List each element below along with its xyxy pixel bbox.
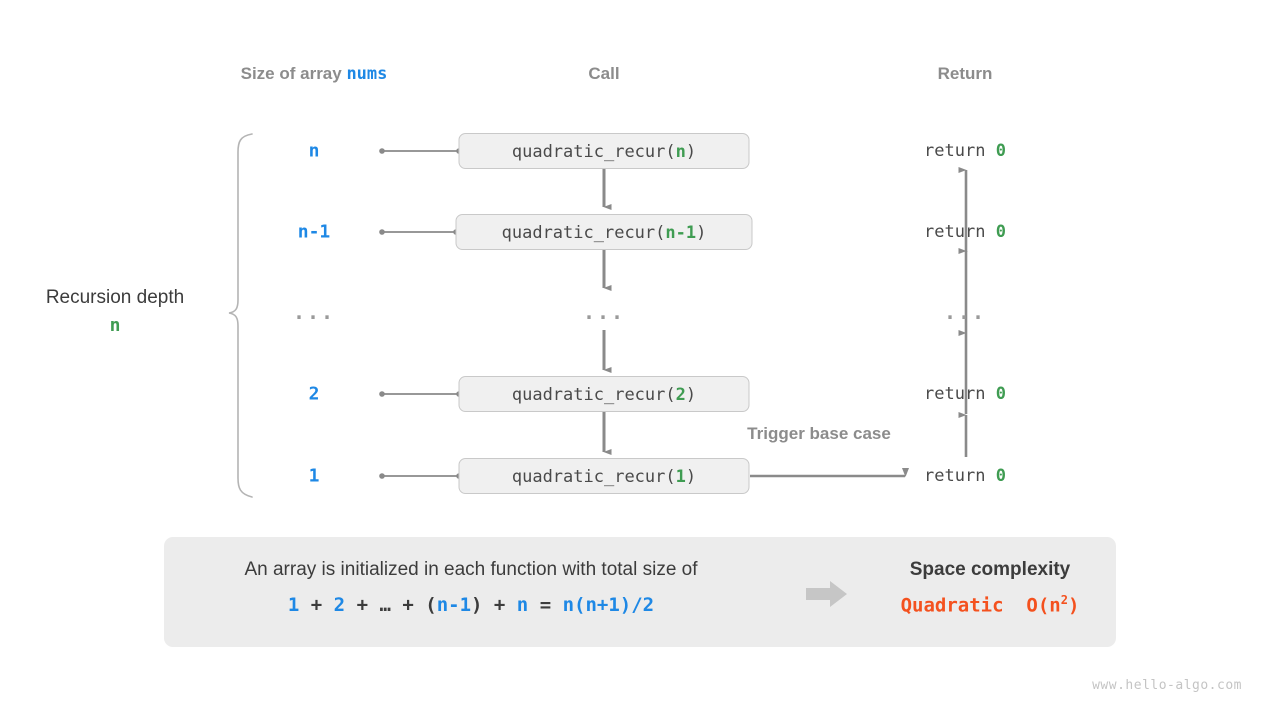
summary-formula: 1 + 2 + … + (n-1) + n = n(n+1)/2: [164, 594, 778, 616]
call-box-arg-row-1: n-1: [665, 223, 697, 243]
call-box-close-row-0: ): [685, 142, 697, 162]
formula-token-9: +: [482, 594, 517, 616]
column-header-size: Size of array nums: [241, 64, 388, 84]
column-header-size-mono: nums: [346, 64, 388, 84]
call-box-name-row-1: quadratic_recur(: [501, 223, 666, 243]
formula-token-6: (: [425, 594, 437, 616]
summary-panel: An array is initialized in each function…: [164, 537, 1116, 647]
formula-token-0: 1: [287, 594, 300, 616]
return-keyword-row-0: return: [924, 141, 996, 161]
recursion-depth-brace: [228, 133, 253, 498]
formula-token-2: 2: [333, 594, 346, 616]
recursion-depth-label: Recursion depth n: [46, 285, 184, 341]
call-box-row-1[interactable]: quadratic_recur(n-1): [455, 214, 753, 250]
trigger-base-case-label: Trigger base case: [747, 424, 891, 443]
formula-token-4: …: [379, 594, 391, 616]
return-literal-row-0: 0: [995, 141, 1006, 161]
call-box-close-row-4: ): [685, 467, 697, 487]
complexity-value: Quadratic O(n2): [864, 593, 1116, 616]
formula-token-8: ): [471, 594, 483, 616]
return-literal-row-3: 0: [995, 384, 1006, 404]
return-literal-row-4: 0: [995, 466, 1006, 486]
call-box-close-row-3: ): [685, 385, 697, 405]
return-keyword-row-3: return: [924, 384, 996, 404]
size-value-row-4: 1: [308, 465, 320, 487]
call-box-row-4[interactable]: quadratic_recur(1): [458, 458, 750, 494]
formula-token-12: n(n+1)/2: [562, 594, 655, 616]
size-value-row-2: ...: [292, 300, 336, 324]
call-box-arg-row-4: 1: [675, 467, 686, 487]
call-box-name-row-4: quadratic_recur(: [511, 467, 676, 487]
complexity-exponent: 2: [1060, 593, 1068, 607]
formula-token-5: +: [390, 594, 426, 616]
call-box-arg-row-3: 2: [675, 385, 686, 405]
summary-left-section: An array is initialized in each function…: [164, 537, 778, 647]
return-value-row-2-ellipsis: ...: [943, 300, 987, 324]
formula-token-1: +: [299, 594, 334, 616]
size-value-row-0: n: [308, 140, 320, 162]
return-literal-row-1: 0: [995, 222, 1006, 242]
recursion-depth-text: Recursion depth: [45, 287, 185, 308]
formula-token-10: n: [516, 594, 529, 616]
summary-arrow-icon: [806, 581, 847, 607]
recursion-depth-value: n: [109, 315, 121, 336]
complexity-notation: O(n: [1026, 594, 1061, 617]
watermark: www.hello-algo.com: [1092, 678, 1242, 693]
call-box-close-row-1: ): [696, 223, 707, 243]
return-value-row-3: return 0: [924, 384, 1006, 404]
summary-description: An array is initialized in each function…: [244, 559, 698, 580]
return-value-row-4: return 0: [924, 466, 1006, 486]
complexity-notation-end: ): [1067, 594, 1080, 617]
summary-right-section: Space complexity Quadratic O(n2): [864, 537, 1116, 647]
complexity-title: Space complexity: [909, 559, 1071, 580]
return-keyword-row-1: return: [924, 222, 996, 242]
return-value-row-1: return 0: [924, 222, 1006, 242]
column-header-call: Call: [588, 64, 620, 83]
size-to-call-connectors: [379, 148, 462, 479]
call-box-row-3[interactable]: quadratic_recur(2): [458, 376, 750, 412]
column-header-size-prefix: Size of array: [240, 64, 347, 83]
call-box-arg-row-0: n: [675, 142, 686, 162]
call-box-name-row-3: quadratic_recur(: [511, 385, 676, 405]
call-box-row-2-ellipsis: ...: [582, 300, 626, 324]
return-value-row-0: return 0: [924, 141, 1006, 161]
complexity-spacer: [1004, 594, 1027, 616]
call-box-row-0[interactable]: quadratic_recur(n): [458, 133, 750, 169]
formula-token-7: n-1: [436, 594, 472, 616]
call-box-name-row-0: quadratic_recur(: [511, 142, 676, 162]
formula-token-3: +: [345, 594, 380, 616]
size-value-row-3: 2: [308, 383, 320, 405]
size-value-row-1: n-1: [297, 221, 331, 243]
return-keyword-row-4: return: [924, 466, 996, 486]
formula-token-11: =: [528, 594, 563, 616]
complexity-kind: Quadratic: [900, 594, 1004, 617]
column-header-return: Return: [937, 64, 993, 83]
